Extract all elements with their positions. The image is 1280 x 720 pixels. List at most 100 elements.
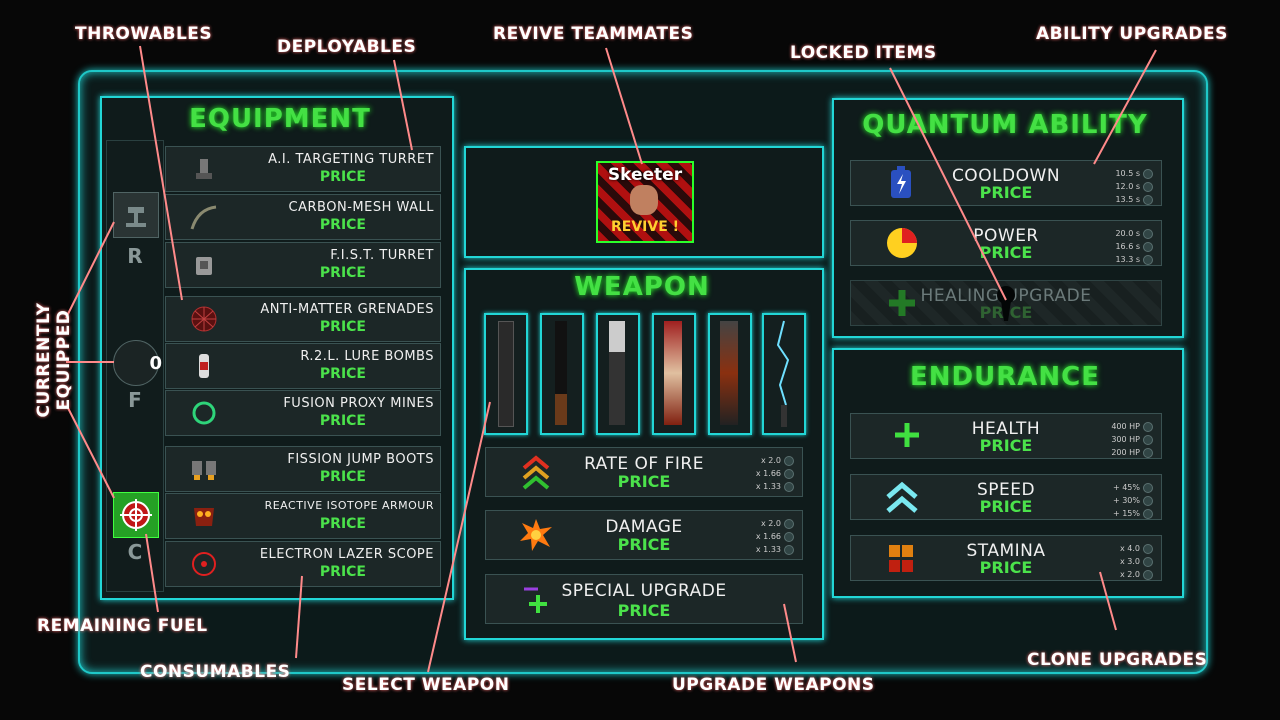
revive-pointer [605, 47, 643, 165]
throwables-pointer [139, 45, 183, 301]
item-name: F.I.S.T. TURRET [330, 248, 434, 263]
item-name: A.I. TARGETING TURRET [268, 152, 434, 167]
launcher-icon [664, 321, 682, 425]
equipment-item[interactable]: R.2.L. LURE BOMBS PRICE [165, 343, 441, 389]
endurance-price: PRICE [979, 436, 1033, 455]
deployable-key: R [127, 244, 143, 268]
explosion-icon [520, 519, 552, 551]
locked-items-pointer [889, 67, 1007, 301]
plus-icon [889, 290, 915, 316]
weapon-slot-6[interactable] [762, 313, 806, 435]
weapon-title: WEAPON [574, 272, 710, 302]
weapon-upgrade-special[interactable]: SPECIAL UPGRADE PRICE [485, 574, 803, 624]
item-name: ELECTRON LAZER SCOPE [259, 547, 434, 562]
upgrade-name: DAMAGE [605, 517, 683, 537]
item-name: FISSION JUMP BOOTS [287, 452, 434, 467]
proxy-mine-icon [192, 401, 216, 425]
jump-boots-icon [192, 461, 216, 480]
weapon-slot-5[interactable] [708, 313, 752, 435]
weapon-slot-1[interactable] [484, 313, 528, 435]
armour-icon [194, 508, 214, 526]
ability-upgrades-pointer [1093, 49, 1157, 165]
endurance-tiers: + 45%+ 30%+ 15% [1113, 481, 1153, 520]
annotation-locked-items: LOCKED ITEMS [790, 43, 937, 63]
shotgun-icon [555, 321, 567, 425]
equipment-item[interactable]: FISSION JUMP BOOTS PRICE [165, 446, 441, 492]
equipment-item[interactable]: F.I.S.T. TURRET PRICE [165, 242, 441, 288]
equipment-title: EQUIPMENT [189, 104, 371, 134]
revive-teammate-button[interactable]: Skeeter REVIVE ! [596, 161, 694, 243]
clone-upgrades-pointer [1099, 571, 1117, 631]
annotation-remaining-fuel: REMAINING FUEL [37, 616, 208, 636]
annotation-clone-upgrades: CLONE UPGRADES [1027, 650, 1208, 670]
endurance-title: ENDURANCE [910, 362, 1100, 392]
item-price: PRICE [319, 564, 366, 580]
battery-icon [891, 166, 911, 198]
avatar [630, 185, 658, 215]
ability-price: PRICE [979, 243, 1033, 262]
power-gauge-icon [887, 228, 917, 258]
weapon-slot-2[interactable] [540, 313, 584, 435]
fuel-count: 0 [149, 353, 162, 374]
upgrade-name: SPECIAL UPGRADE [561, 581, 727, 601]
scope-icon [192, 552, 216, 576]
item-name: REACTIVE ISOTOPE ARMOUR [264, 499, 434, 512]
equipment-item[interactable]: ELECTRON LAZER SCOPE PRICE [165, 541, 441, 587]
annotation-deployables: DEPLOYABLES [277, 37, 417, 57]
lightning-gun-icon [776, 320, 790, 427]
equipment-item[interactable]: REACTIVE ISOTOPE ARMOUR PRICE [165, 493, 441, 539]
annotation-select-weapon: SELECT WEAPON [342, 675, 510, 695]
ability-price: PRICE [979, 183, 1033, 202]
item-name: R.2.L. LURE BOMBS [300, 349, 434, 364]
deployables-pointer [393, 59, 413, 151]
ability-name: POWER [973, 226, 1039, 246]
throwable-key: F [128, 388, 142, 412]
item-price: PRICE [319, 516, 366, 532]
annotation-consumables: CONSUMABLES [140, 662, 291, 682]
equipment-item[interactable]: A.I. TARGETING TURRET PRICE [165, 146, 441, 192]
fist-turret-icon [196, 257, 212, 275]
upgrade-price: PRICE [617, 535, 671, 554]
lure-bomb-icon [199, 354, 209, 378]
consumable-slot[interactable] [113, 492, 159, 538]
weapon-slot-3[interactable] [596, 313, 640, 435]
endurance-name: STAMINA [966, 541, 1046, 561]
upgrade-price: PRICE [617, 601, 671, 620]
equipment-item[interactable]: ANTI-MATTER GRENADES PRICE [165, 296, 441, 342]
throwable-slot[interactable]: 0 [113, 340, 162, 386]
endurance-speed-upgrade[interactable]: SPEED PRICE + 45%+ 30%+ 15% [850, 474, 1162, 520]
quantum-healing-upgrade-locked[interactable]: HEALING UPGRADE PRICE [850, 280, 1162, 326]
equipment-item[interactable]: CARBON-MESH WALL PRICE [165, 194, 441, 240]
consumable-key: C [127, 540, 143, 564]
scope-icon [120, 499, 152, 531]
item-price: PRICE [319, 217, 366, 233]
item-price: PRICE [319, 169, 366, 185]
annotation-currently-equipped: CURRENTLY EQUIPPED [34, 302, 74, 418]
annotation-revive-teammates: REVIVE TEAMMATES [493, 24, 694, 44]
deployable-slot[interactable] [113, 192, 159, 238]
equipment-item[interactable]: FUSION PROXY MINES PRICE [165, 390, 441, 436]
chevron-up-icon [522, 455, 550, 490]
item-price: PRICE [319, 366, 366, 382]
weapon-slot-4[interactable] [652, 313, 696, 435]
consumables-pointer [295, 575, 303, 659]
item-price: PRICE [319, 319, 366, 335]
revive-label: REVIVE ! [610, 219, 680, 235]
grenade-icon [191, 306, 217, 332]
currently-equipped-pointer-1 [65, 221, 115, 319]
speed-chevron-icon [886, 481, 918, 513]
item-name: FUSION PROXY MINES [283, 396, 434, 411]
quantum-ability-title: QUANTUM ABILITY [862, 110, 1148, 140]
endurance-price: PRICE [979, 558, 1033, 577]
annotation-throwables: THROWABLES [75, 24, 213, 44]
